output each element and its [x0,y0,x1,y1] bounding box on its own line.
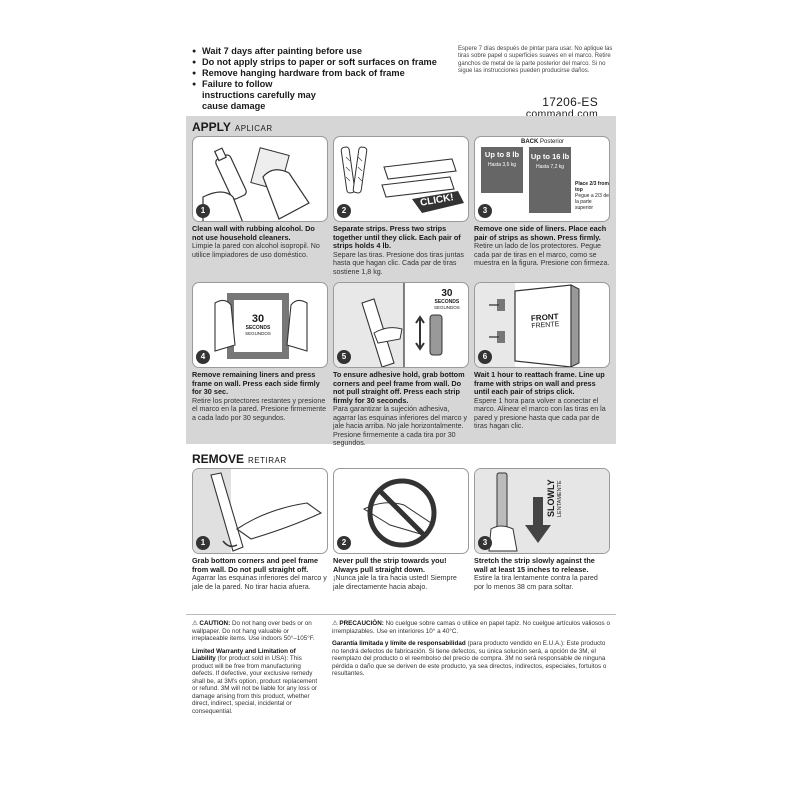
step-number: 3 [478,536,492,550]
warning-icon: ⚠ [192,620,198,627]
peel-and-press-illustration: 30 SECONDS SEGUNDOS 5 [333,282,469,368]
step-text-en: To ensure adhesive hold, grab bottom cor… [333,370,465,405]
step-text-en: Wait 1 hour to reattach frame. Line up f… [474,370,605,397]
seconds-badge: 30 SECONDS SEGUNDOS [434,288,460,311]
back-label-es: Posterior [540,139,565,145]
step-number: 2 [337,536,351,550]
step-text-es: Espere 1 hora para volver a conectar el … [474,396,606,430]
step-number: 3 [478,204,492,218]
step-number: 5 [337,350,351,364]
clean-wall-illustration: 1 [192,136,328,222]
seconds-label: SECONDS [245,325,271,331]
bullet-item: Remove hanging hardware from back of fra… [192,68,442,79]
large-frame: Up to 16 lb Hasta 7,2 kg [529,147,571,213]
step-text-en: Grab bottom corners and peel frame from … [192,556,319,574]
slowly-label: SLOWLY LENTAMENTE [546,479,563,517]
footer-divider [186,614,616,615]
step-number: 4 [196,350,210,364]
step-number: 2 [337,204,351,218]
warning-icon: ⚠ [332,620,338,627]
product-code: 17206-ES [542,95,598,109]
remove-step-1: 1 Grab bottom corners and peel frame fro… [192,468,328,591]
bullet-item: Failure to follow instructions carefully… [192,79,322,112]
step-text-es: Para garantizar la sujeción adhesiva, ag… [333,405,468,447]
step-text-en: Separate strips. Press two strips togeth… [333,224,461,251]
step-text-es: Retire un lado de los protectores. Pegue… [474,242,610,267]
seconds-number: 30 [251,313,265,325]
warning-bullets: Wait 7 days after painting before use Do… [192,46,442,112]
step-text-en: Never pull the strip towards you! Always… [333,556,447,574]
apply-step-6: FRONT FRENTE 6 Wait 1 hour to reattach f… [474,282,610,430]
step-text-en: Remove one side of liners. Place each pa… [474,224,607,242]
press-frame-illustration: 30 SECONDS SEGUNDOS 4 [192,282,328,368]
step-text-es: Separe las tiras. Presione dos tiras jun… [333,250,464,276]
stretch-strip-illustration: SLOWLY LENTAMENTE 3 [474,468,610,554]
bullet-item: Wait 7 days after painting before use [192,46,442,57]
remove-step-2: 2 Never pull the strip towards you! Alwa… [333,468,469,591]
step-text-es: ¡Nunca jale la tira hacia usted! Siempre… [333,574,457,591]
step-text-es: Estire la tira lentamente contra la pare… [474,574,598,591]
step-text-es: Agarrar las esquinas inferiores del marc… [192,574,327,591]
apply-step-4: 30 SECONDS SEGUNDOS 4 Remove remaining l… [192,282,328,422]
frame-on-wall: 30 SECONDS SEGUNDOS [227,293,289,359]
reattach-frame-illustration: FRONT FRENTE 6 [474,282,610,368]
caution-en: ⚠ CAUTION: Do not hang over beds or on w… [192,620,318,715]
separate-strips-illustration: CLICK! 2 [333,136,469,222]
warning-spanish: Espere 7 días después de pintar para usa… [458,46,613,74]
step-number: 6 [478,350,492,364]
step-text-en: Stretch the strip slowly against the wal… [474,556,595,574]
step-text-en: Remove remaining liners and press frame … [192,370,320,397]
frame-back-illustration: BACK Posterior Up to 8 lb Hasta 3,6 kg U… [474,136,610,222]
front-label: FRONT FRENTE [530,312,560,330]
back-label: BACK [521,139,539,145]
step-number: 1 [196,536,210,550]
instruction-sheet: Wait 7 days after painting before use Do… [186,40,616,736]
caution-es: ⚠ PRECAUCIÓN: No cuelgue sobre camas o u… [332,620,610,677]
seconds-label-es: SEGUNDOS [245,331,271,336]
do-not-pull-illustration: 2 [333,468,469,554]
small-frame: Up to 8 lb Hasta 3,6 kg [481,147,523,193]
remove-step-3: SLOWLY LENTAMENTE 3 Stretch the strip sl… [474,468,610,591]
apply-step-1: 1 Clean wall with rubbing alcohol. Do no… [192,136,328,259]
peel-frame-illustration: 1 [192,468,328,554]
step-number: 1 [196,204,210,218]
step-text-es: Retire los protectores restantes y presi… [192,396,327,422]
apply-step-5: 30 SECONDS SEGUNDOS 5 To ensure adhesive… [333,282,469,447]
step-text-en: Clean wall with rubbing alcohol. Do not … [192,224,315,242]
apply-step-3: BACK Posterior Up to 8 lb Hasta 3,6 kg U… [474,136,610,267]
bullet-item: Do not apply strips to paper or soft sur… [192,57,442,68]
apply-step-2: CLICK! 2 Separate strips. Press two stri… [333,136,469,276]
step-text-es: Limpie la pared con alcohol isopropil. N… [192,242,320,259]
